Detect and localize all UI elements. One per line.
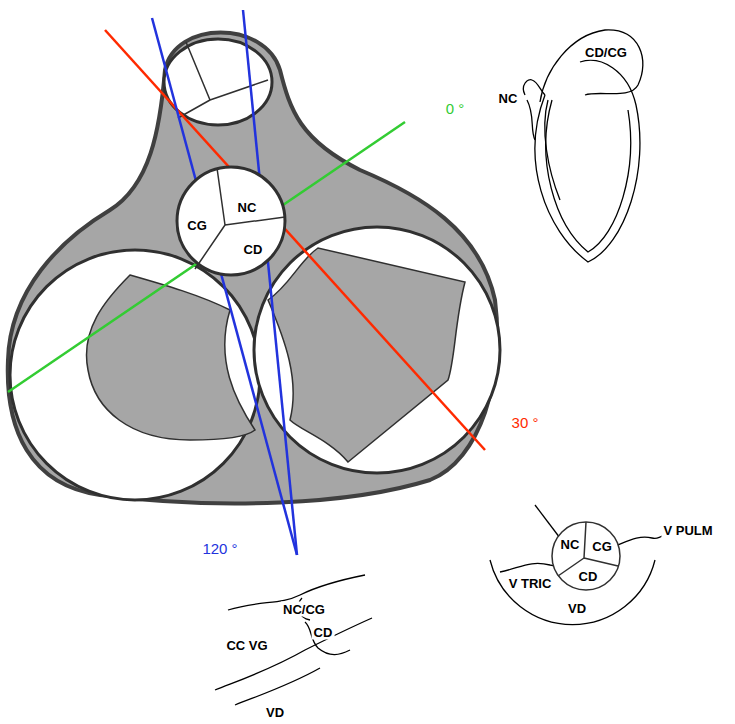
cusp-label: CG: [590, 539, 614, 554]
mitral-valve: [10, 250, 260, 500]
view-line-0: [8, 122, 405, 392]
angle-label: 30 °: [510, 414, 541, 431]
part-label: V PULM: [661, 523, 714, 538]
cusp-label: NC: [559, 537, 582, 552]
cusp-label: CG: [185, 218, 209, 233]
tricuspid-valve: [254, 227, 500, 473]
view-line-120: [243, 10, 297, 555]
part-label: NC/CG: [281, 602, 327, 617]
long-axis-inset: [215, 575, 372, 705]
cusp-label: CD: [242, 242, 265, 257]
part-label: CC VG: [224, 638, 269, 653]
cusp-label: CD: [577, 569, 600, 584]
part-label: VD: [264, 705, 286, 720]
part-label: CD/CG: [583, 45, 629, 60]
mitral-leaflet: [86, 275, 255, 440]
part-label: NC: [497, 91, 520, 106]
angle-label: 0 °: [444, 100, 467, 117]
part-label: CD: [312, 625, 335, 640]
heart-inset: [523, 30, 642, 262]
part-label: V TRIC: [507, 576, 554, 591]
view-line-30: [105, 30, 485, 450]
cusp-label: NC: [236, 200, 259, 215]
pulmonary-cusps: [178, 42, 268, 118]
tricuspid-leaflets: [268, 248, 465, 462]
valve-circle: NC CG CD: [550, 520, 622, 592]
valve-circle: CG NC CD: [175, 165, 287, 277]
view-line-120: [152, 18, 297, 555]
short-axis-inset: [490, 505, 672, 625]
part-label: VD: [566, 601, 588, 616]
angle-label: 120 °: [200, 540, 239, 557]
